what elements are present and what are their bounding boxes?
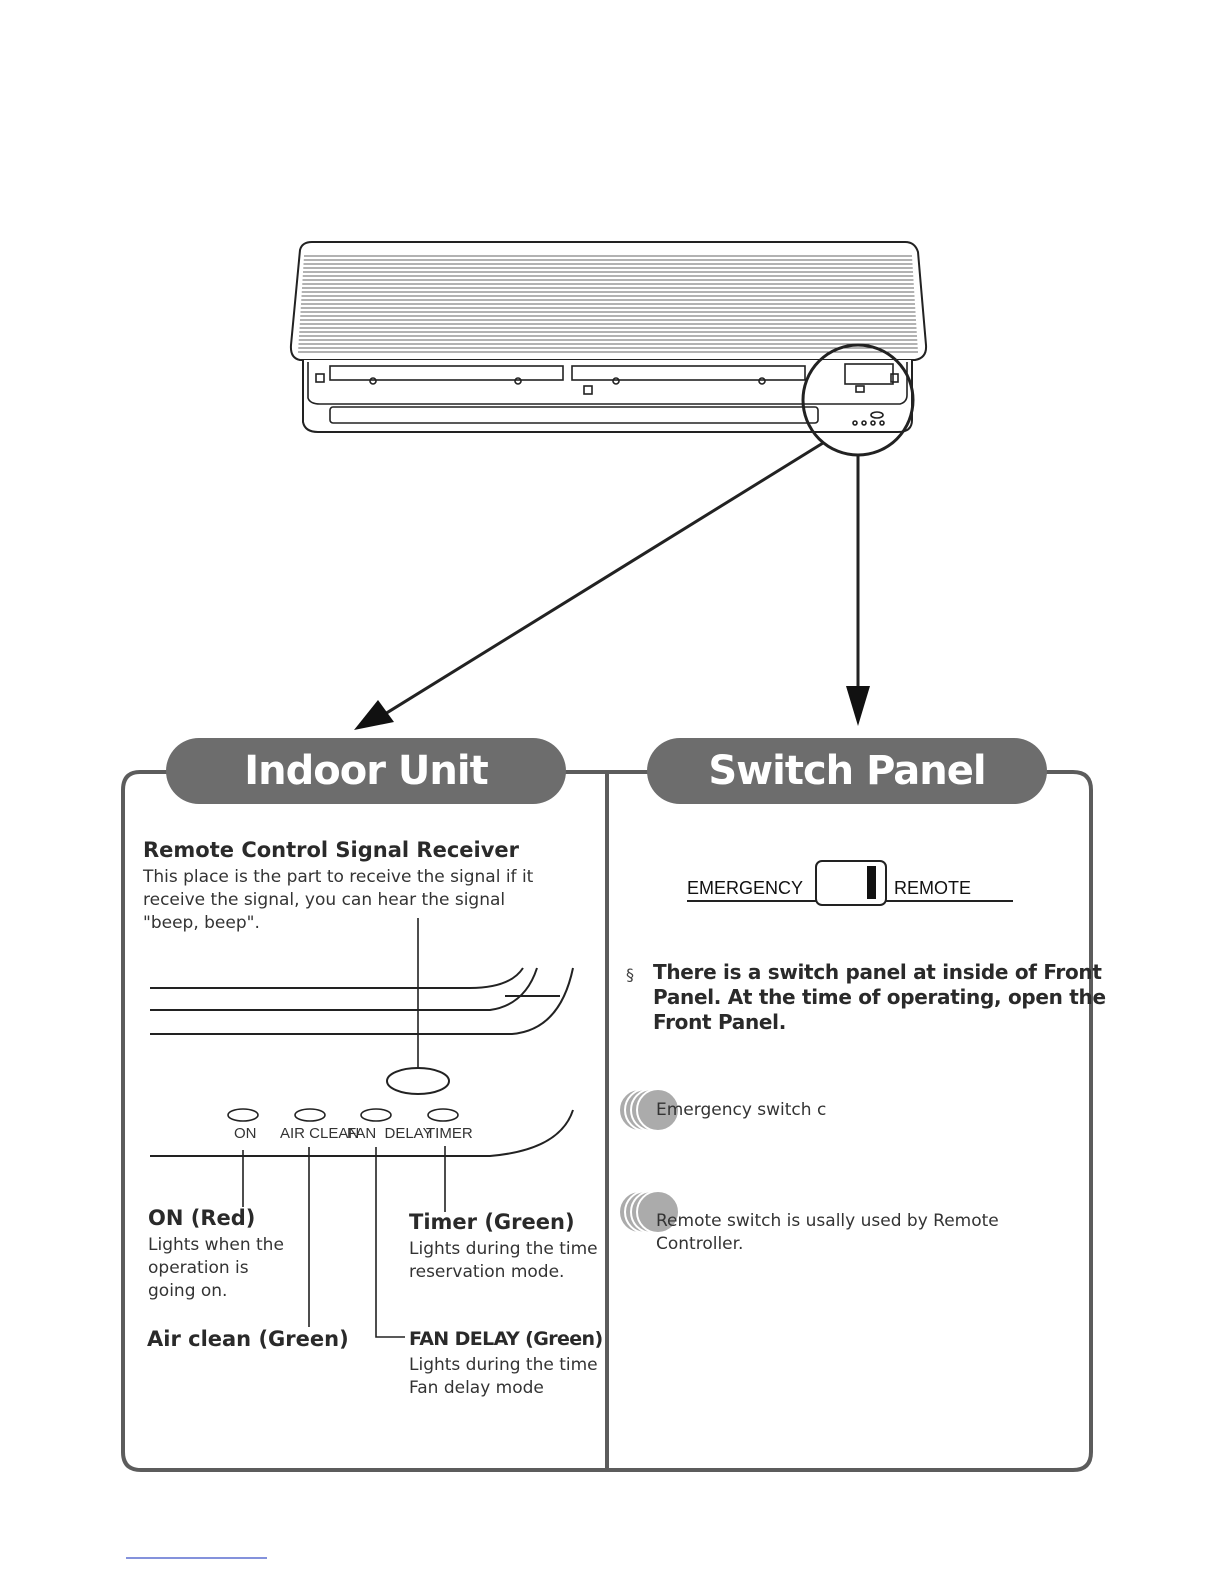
led-label-air-clean: AIR CLEAN <box>280 1125 360 1142</box>
receiver-heading: Remote Control Signal Receiver <box>143 838 520 862</box>
led-label-timer: TIMER <box>426 1125 473 1142</box>
air-grille-lines <box>298 255 918 353</box>
fan-delay-heading: FAN DELAY (Green) <box>409 1328 603 1350</box>
switch-slider <box>867 866 876 899</box>
led-label-on: ON <box>234 1125 257 1142</box>
remote-label: REMOTE <box>894 878 972 898</box>
remote-switch-text: Remote switch is usally used by Remote C… <box>656 1211 999 1254</box>
air-clean-heading: Air clean (Green) <box>147 1327 349 1351</box>
remote-bullet-icon <box>618 1190 680 1234</box>
emergency-label: EMERGENCY <box>687 878 804 898</box>
zoom-callout <box>354 343 915 730</box>
receiver-description: This place is the part to receive the si… <box>143 867 534 933</box>
air-conditioner-unit <box>289 241 928 433</box>
timer-heading: Timer (Green) <box>409 1210 575 1234</box>
on-red-heading: ON (Red) <box>148 1206 256 1230</box>
switch-panel-title: Switch Panel <box>647 738 1047 804</box>
timer-description: Lights during the time reservation mode. <box>409 1239 598 1282</box>
note-bullet-icon: § <box>626 965 634 984</box>
emergency-switch-text: Emergency switch c <box>656 1100 827 1120</box>
switch-drawing <box>687 860 1013 906</box>
indoor-unit-display-title: Indoor Unit Display <box>166 738 566 860</box>
emergency-bullet-icon <box>618 1088 680 1132</box>
led-label-fan-delay: FAN DELAY <box>347 1125 433 1142</box>
fan-delay-description: Lights during the time Fan delay mode <box>409 1355 598 1398</box>
display-panel-drawing <box>150 918 574 1338</box>
signal-receiver-window <box>386 1067 450 1095</box>
switch-panel-note: There is a switch panel at inside of Fro… <box>653 960 1106 1034</box>
on-red-description: Lights when the operation is going on. <box>148 1235 284 1301</box>
